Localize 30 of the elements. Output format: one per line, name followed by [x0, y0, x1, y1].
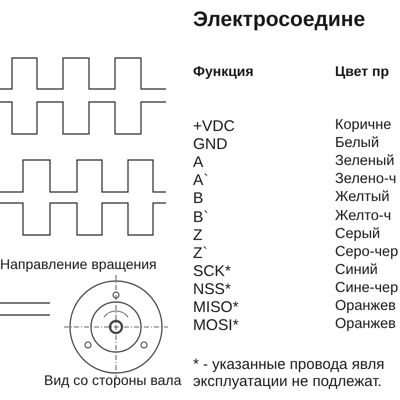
- table-cell: +VDC: [193, 118, 235, 136]
- table-cell: Z: [193, 226, 202, 244]
- table-cell: Серый: [335, 226, 380, 243]
- table-cell: B: [193, 190, 204, 208]
- table-cell: Синий: [335, 262, 378, 279]
- caption: Вид со стороны вала: [44, 373, 182, 388]
- footnote: * - указанные провода явля эксплуатации не подлежат.: [193, 357, 386, 390]
- table-cell: Сине-чер: [335, 280, 398, 297]
- table-cell: Z`: [193, 244, 208, 262]
- table-cell: GND: [193, 136, 228, 154]
- column-header: Функция: [193, 64, 254, 80]
- table-cell: A: [193, 154, 204, 172]
- table-cell: Оранжев: [335, 299, 396, 315]
- table-cell: B`: [193, 208, 208, 226]
- column-header: Цвет пр: [335, 64, 390, 80]
- table-cell: MISO*: [193, 299, 239, 316]
- table-cell: A`: [193, 172, 208, 190]
- table-cell: Желтый: [335, 190, 390, 206]
- table-cell: Коричне: [335, 118, 392, 134]
- table-cell: MOSI*: [193, 317, 239, 334]
- table-cell: NSS*: [193, 280, 231, 298]
- page-title: Электросоедине: [193, 8, 366, 32]
- caption: Направление вращения: [0, 257, 157, 272]
- table-cell: Белый: [335, 136, 380, 152]
- table-cell: Зеленый: [335, 154, 394, 170]
- table-cell: Зелено-ч: [335, 172, 396, 188]
- table-cell: SCK*: [193, 262, 231, 280]
- table-cell: Желто-ч: [335, 208, 392, 224]
- table-cell: Серо-чер: [335, 244, 398, 261]
- table-cell: Оранжев: [335, 317, 396, 334]
